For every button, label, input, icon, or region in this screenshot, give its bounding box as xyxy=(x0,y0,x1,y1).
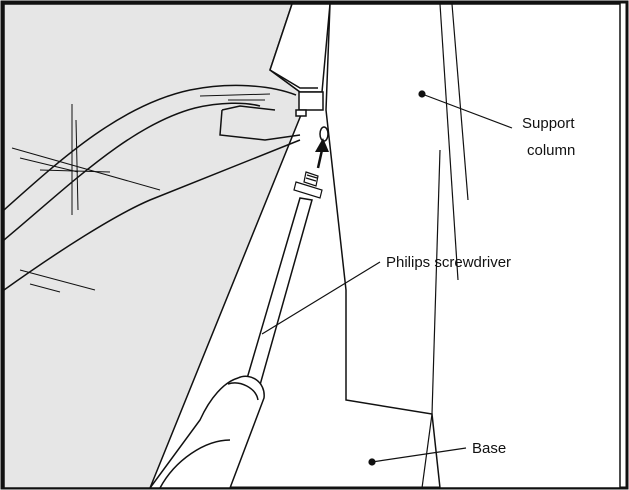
label-philips-screwdriver: Philips screwdriver xyxy=(386,254,511,271)
column-edge-lines xyxy=(421,3,469,489)
top-bracket xyxy=(269,3,331,117)
label-support-column-1: Support xyxy=(522,115,575,132)
screw xyxy=(293,171,323,199)
support-column xyxy=(325,3,621,489)
screw-hole xyxy=(319,126,329,142)
panel-hatch-marks xyxy=(11,93,271,293)
panel-frame-lines xyxy=(3,84,301,291)
label-base: Base xyxy=(472,440,506,457)
screwdriver xyxy=(148,197,313,489)
label-support-column-2: column xyxy=(527,142,575,159)
arrow-icon xyxy=(315,138,329,169)
grey-panel xyxy=(3,3,306,489)
leader-lines xyxy=(261,90,513,466)
